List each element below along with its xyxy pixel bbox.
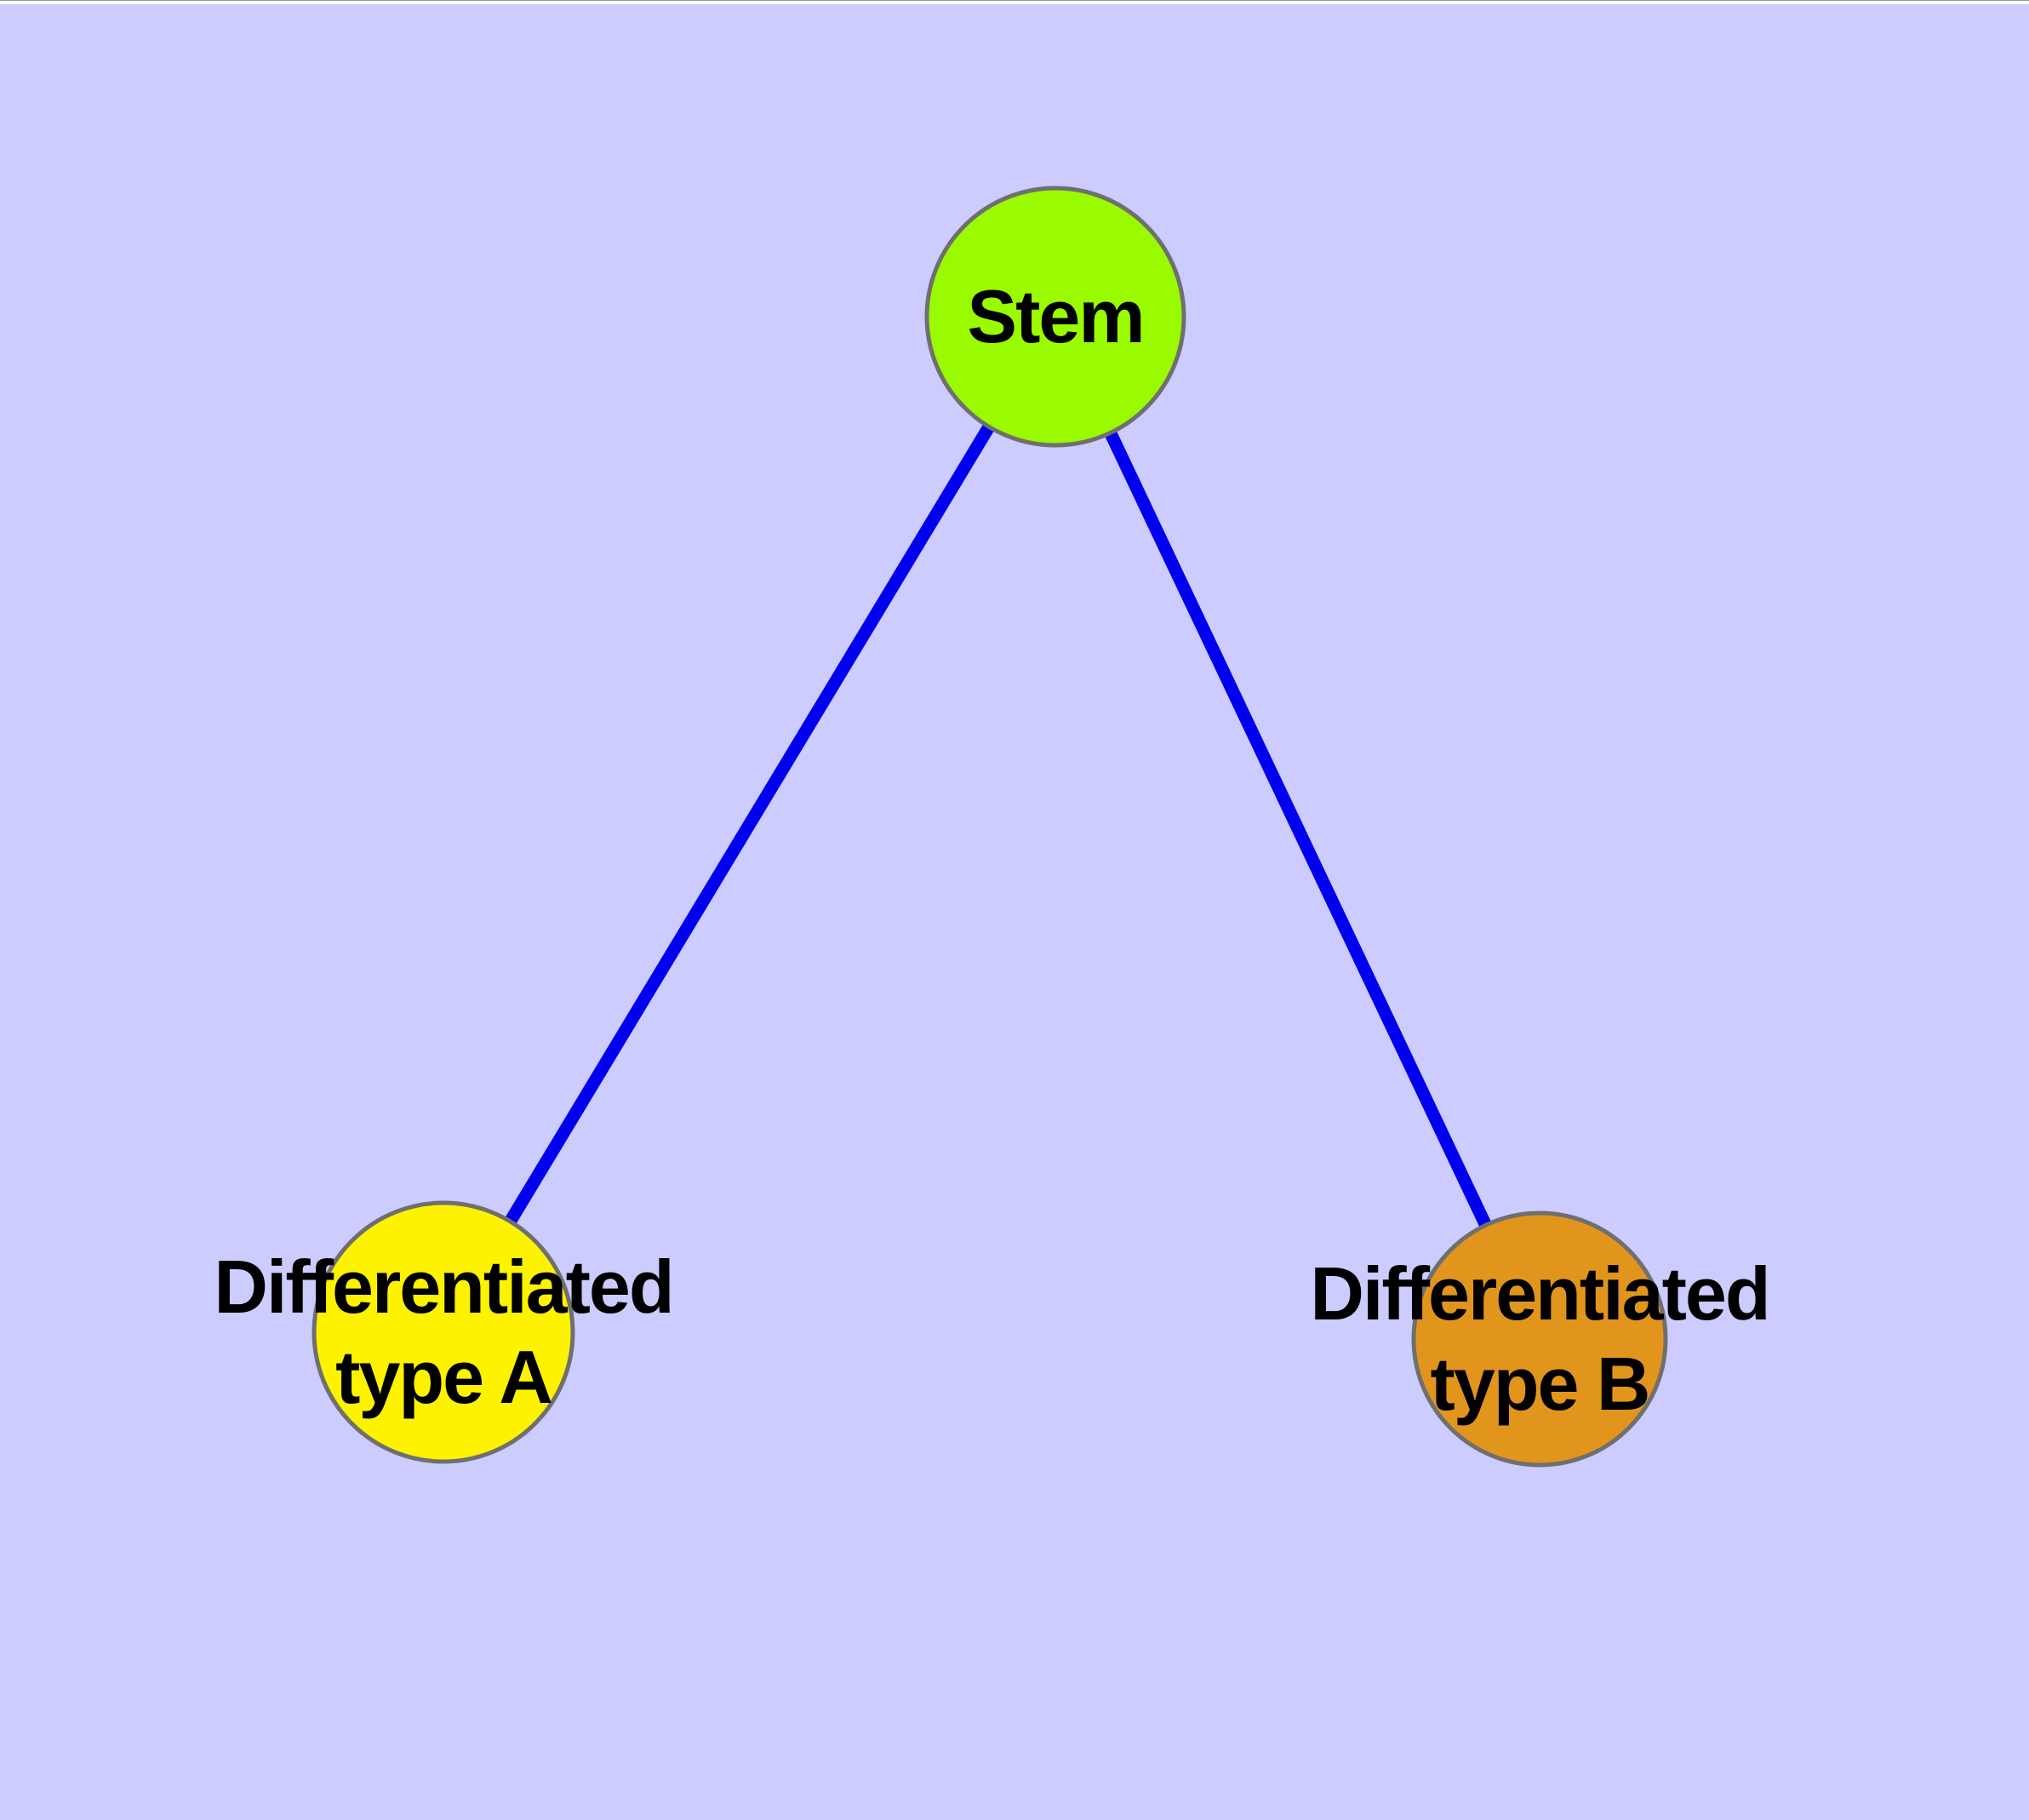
edge-stem-to-type-b: [1049, 313, 1546, 1342]
differentiated-type-b-node-label: Differentiated type B: [1310, 1249, 1770, 1429]
differentiated-type-a-label-line2: type A: [335, 1335, 553, 1419]
differentiated-type-b-label-line1: Differentiated: [1310, 1251, 1770, 1336]
differentiated-type-b-node-circle: [1411, 1210, 1668, 1468]
stem-node-label-text: Stem: [967, 274, 1145, 358]
differentiated-type-a-node-label: Differentiated type A: [214, 1242, 674, 1422]
stem-node-circle: [924, 186, 1186, 448]
top-edge-strip: [0, 0, 2029, 4]
differentiated-type-a-node-circle: [311, 1200, 575, 1464]
differentiated-type-b-label-line2: type B: [1430, 1342, 1651, 1426]
stem-node-label: Stem: [967, 272, 1145, 362]
edge-stem-to-type-a: [437, 313, 1061, 1336]
differentiated-type-a-label-line1: Differentiated: [214, 1245, 674, 1329]
